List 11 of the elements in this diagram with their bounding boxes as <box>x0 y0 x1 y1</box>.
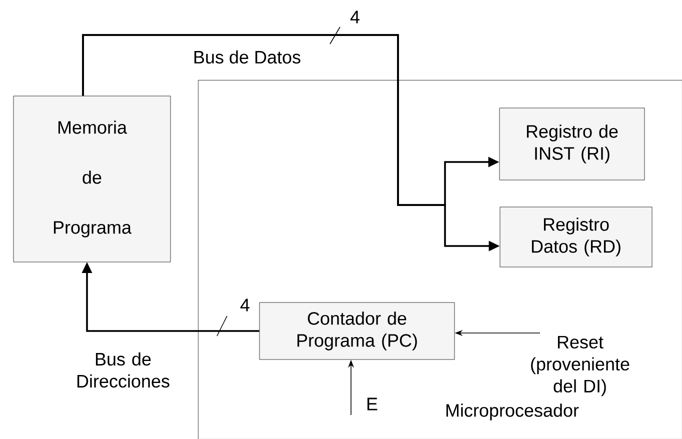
signal-label: Reset (proveniente del DI) <box>531 336 630 396</box>
bus-width-label: 4 <box>240 298 250 312</box>
register-box: Registro de INST (RI) <box>499 108 645 180</box>
processor-label: Microprocesador <box>446 404 579 420</box>
memory-box: Memoria de Programa <box>13 96 171 262</box>
counter-box: Contador de Programa (PC) <box>259 302 455 360</box>
register-box: Registro Datos (RD) <box>500 206 652 268</box>
edge-label: Bus de Direcciones <box>77 352 170 388</box>
bus-width-label: 4 <box>350 10 360 24</box>
edge-label: E <box>367 398 378 410</box>
edge-label: Bus de Datos <box>194 50 300 64</box>
